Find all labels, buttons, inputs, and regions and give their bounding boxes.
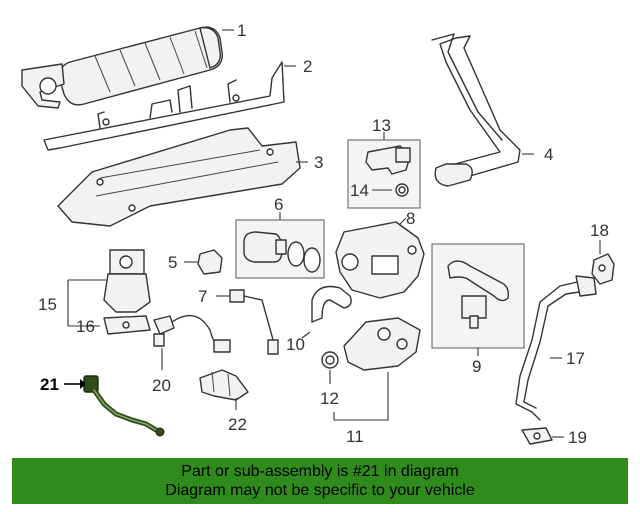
banner-line-1: Part or sub-assembly is #21 in diagram — [181, 463, 459, 480]
callout-18: 18 — [590, 221, 609, 240]
part-13-sensor-box[interactable] — [347, 139, 421, 209]
arrow-21 — [64, 379, 86, 389]
part-12-o-ring[interactable] — [321, 351, 339, 369]
part-3-shield[interactable] — [57, 127, 301, 227]
part-8-valve[interactable] — [335, 221, 425, 299]
leader-10 — [301, 331, 311, 339]
part-16-gasket[interactable] — [103, 315, 151, 335]
part-7-sensor[interactable] — [229, 289, 279, 355]
leader-11 — [333, 372, 389, 421]
callout-12: 12 — [320, 389, 339, 408]
callout-22: 22 — [228, 415, 247, 434]
part-17-pipe[interactable] — [515, 275, 597, 421]
callout-16: 16 — [76, 317, 95, 336]
part-2-bracket[interactable] — [43, 61, 285, 151]
part-4-filler-pipe[interactable] — [431, 33, 521, 187]
callout-3: 3 — [314, 153, 323, 172]
leader-15-16 — [67, 279, 106, 327]
part-9-box[interactable] — [431, 243, 525, 349]
callout-17: 17 — [566, 349, 585, 368]
callout-20: 20 — [152, 376, 171, 395]
exploded-parts-diagram: 1 2 3 4 13 14 — [21, 21, 615, 447]
banner-line-2: Diagram may not be specific to your vehi… — [165, 482, 475, 499]
callout-10: 10 — [286, 335, 305, 354]
callout-21: 21 — [40, 375, 59, 394]
callout-8: 8 — [406, 209, 415, 228]
part-10-hose[interactable] — [311, 285, 352, 323]
part-20-sensor[interactable] — [153, 314, 231, 353]
callout-1: 1 — [237, 21, 246, 40]
callout-2: 2 — [303, 57, 312, 76]
part-15-valve[interactable] — [103, 249, 151, 313]
info-banner: Part or sub-assembly is #21 in diagram D… — [12, 458, 628, 504]
callout-14: 14 — [350, 181, 369, 200]
part-11-valve[interactable] — [343, 317, 421, 371]
leader-8 — [399, 217, 407, 225]
part-19-gasket[interactable] — [521, 427, 553, 445]
callout-13: 13 — [372, 116, 391, 135]
callout-15: 15 — [38, 295, 57, 314]
callout-6: 6 — [274, 195, 283, 214]
part-22-bracket[interactable] — [199, 369, 249, 401]
part-1-canister[interactable] — [21, 26, 223, 109]
part-21-hose-highlighted[interactable] — [83, 375, 165, 437]
part-5-block[interactable] — [197, 249, 223, 275]
callout-4: 4 — [544, 145, 553, 164]
part-18-bracket[interactable] — [591, 253, 615, 285]
callout-11: 11 — [346, 427, 364, 446]
callout-7: 7 — [198, 287, 207, 306]
callout-19: 19 — [568, 428, 587, 447]
part-6-box[interactable] — [235, 219, 325, 279]
callout-9: 9 — [472, 357, 481, 376]
callout-5: 5 — [168, 253, 177, 272]
